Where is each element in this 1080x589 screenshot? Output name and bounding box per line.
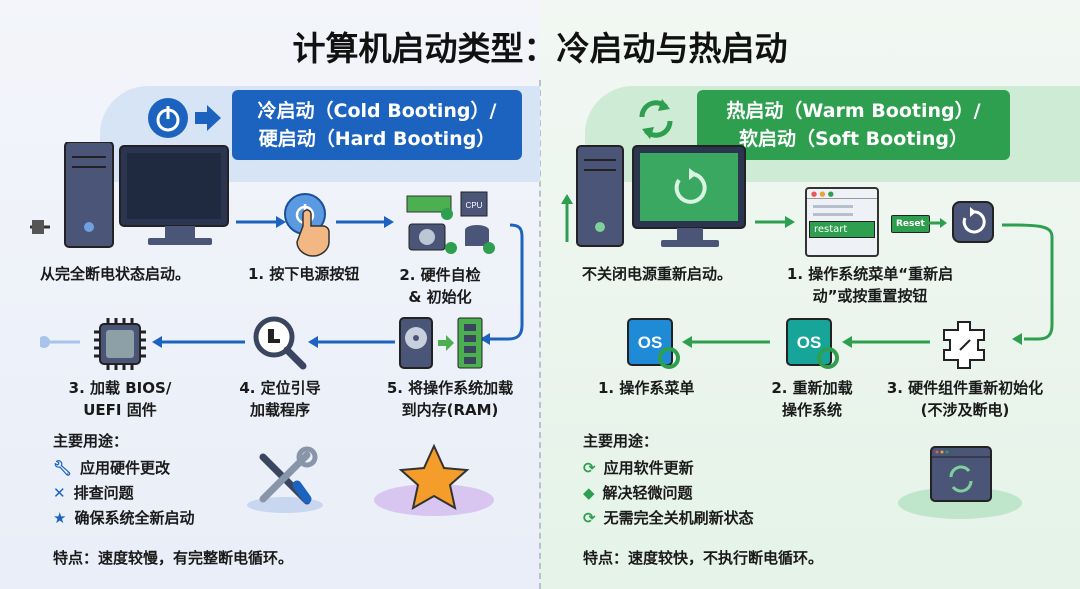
cold-header: 冷启动（Cold Booting）/ 硬启动（Hard Booting） — [232, 90, 522, 160]
wrench-icon: 🔧︎ — [53, 458, 73, 477]
window-dots-icon: ● ● ● — [807, 189, 877, 199]
usage-item: ✕ 排查问题 — [53, 480, 194, 505]
os-text: OS — [797, 333, 822, 352]
cold-step-1-label: 1. 按下电源按钮 — [248, 265, 360, 283]
cold-feature: 特点：速度较慢，有完整断电循环。 — [53, 549, 294, 567]
restart-menu-window: ● ● ● restart — [805, 187, 879, 257]
warm-usage-title: 主要用途： — [583, 432, 659, 450]
refresh-window-icon — [895, 445, 1025, 520]
wrench-screwdriver-icon — [245, 445, 325, 515]
cold-header-line1: 冷启动（Cold Booting）/ — [257, 100, 497, 122]
arrow-icon — [236, 215, 396, 229]
arrow-icon — [928, 217, 948, 229]
usage-item: ⟳ 无需完全关机刷新状态 — [583, 505, 754, 530]
cold-start-label: 从完全断电状态启动。 — [40, 265, 191, 283]
os-menu-icon: OS — [627, 318, 683, 372]
row2-arrows-icon — [680, 334, 940, 350]
warm-header-line2: 软启动（Soft Booting） — [738, 128, 968, 150]
refresh-icon: ⟳ — [583, 508, 596, 527]
divider — [539, 80, 541, 589]
star-icon: ★ — [53, 508, 67, 527]
warm-header: 热启动（Warm Booting）/ 软启动（Soft Booting） — [697, 90, 1010, 160]
reset-button[interactable]: Reset — [891, 215, 930, 233]
usage-item: ★ 确保系统全新启动 — [53, 505, 194, 530]
warm-feature: 特点：速度较快，不执行断电循环。 — [583, 549, 824, 567]
chip-icon — [92, 316, 148, 372]
hardware-check-icon: CPU — [405, 190, 495, 256]
connector-arrow-icon — [1000, 222, 1060, 347]
hardware-puzzle-icon — [938, 318, 992, 372]
refresh-icon: ⟳ — [583, 458, 596, 477]
restart-icon — [952, 201, 994, 243]
os-reload-icon: OS — [786, 318, 842, 372]
disk-to-ram-icon — [398, 316, 488, 372]
cold-step-2-label: 2. 硬件自检 & 初始化 — [399, 266, 481, 306]
usage-item: 🔧︎ 应用硬件更改 — [53, 455, 194, 480]
usage-text: 确保系统全新启动 — [74, 509, 195, 527]
cpu-text: CPU — [466, 201, 483, 210]
cold-step-4-label: 4. 定位引导 加载程序 — [239, 379, 321, 419]
os-text: OS — [638, 333, 663, 352]
refresh-icon — [632, 95, 680, 143]
restart-button[interactable]: restart — [809, 221, 875, 238]
warm-step-1-label: 1. 操作系统菜单“重新启 动”或按重置按钮 — [786, 265, 954, 305]
warm-step-4-label: 1. 操作系菜单 — [598, 379, 695, 397]
usage-item: ◆ 解决轻微问题 — [583, 480, 754, 505]
usage-text: 应用硬件更改 — [80, 459, 171, 477]
cold-header-line2: 硬启动（Hard Booting） — [258, 128, 496, 150]
usage-text: 排查问题 — [73, 484, 134, 502]
cold-usage-list: 🔧︎ 应用硬件更改 ✕ 排查问题 ★ 确保系统全新启动 — [53, 455, 194, 530]
warm-header-line1: 热启动（Warm Booting）/ — [726, 100, 981, 122]
row2-arrows-icon — [40, 334, 400, 350]
warm-step-3-label: 3. 硬件组件重新初始化 (不涉及断电) — [886, 379, 1044, 419]
warm-step-2-label: 2. 重新加载 操作系统 — [771, 379, 853, 419]
computer-restart-icon — [555, 142, 765, 252]
cold-step-5-label: 5. 将操作系统加载 到内存(RAM) — [386, 379, 514, 419]
tag-icon: ◆ — [583, 483, 595, 502]
page-title: 计算机启动类型：冷启动与热启动 — [292, 29, 788, 68]
computer-icon — [30, 142, 240, 252]
usage-item: ⟳ 应用软件更新 — [583, 455, 754, 480]
connector-arrow-icon — [470, 222, 530, 347]
usage-text: 解决轻微问题 — [602, 484, 693, 502]
usage-text: 无需完全关机刷新状态 — [603, 509, 754, 527]
tools-icon: ✕ — [53, 483, 66, 502]
cold-step-3-label: 3. 加载 BIOS/ UEFI 固件 — [68, 379, 172, 419]
cold-usage-title: 主要用途： — [53, 432, 129, 450]
magnifier-icon — [252, 315, 308, 371]
power-arrow-icon — [145, 95, 225, 141]
star-highlight-icon — [372, 440, 497, 520]
warm-start-label: 不关闭电源重新启动。 — [582, 265, 733, 283]
usage-text: 应用软件更新 — [603, 459, 694, 477]
warm-usage-list: ⟳ 应用软件更新 ◆ 解决轻微问题 ⟳ 无需完全关机刷新状态 — [583, 455, 754, 530]
power-button-press-icon — [283, 192, 333, 258]
arrow-icon — [755, 215, 795, 229]
